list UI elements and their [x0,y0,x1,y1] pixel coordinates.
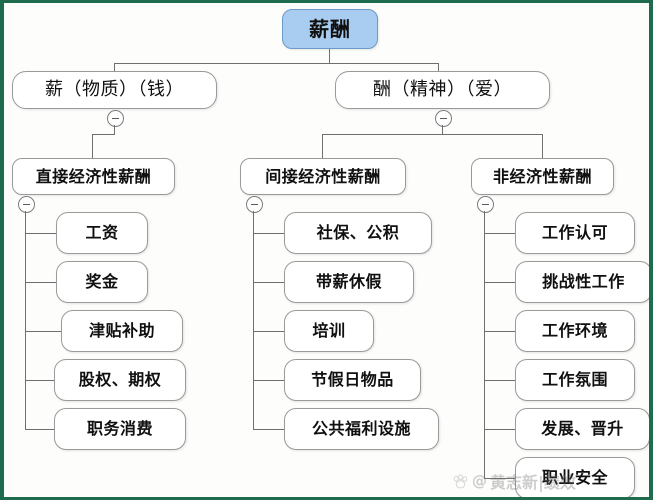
connector-right-bus [322,134,543,135]
toggle-indirect-economic[interactable] [246,196,263,213]
connector-right-drop-indirect [322,134,323,158]
leaf-work-atmosphere[interactable]: 工作氛围 [515,359,635,401]
toggle-spirit-love[interactable] [435,110,452,127]
leaf-challenging-work[interactable]: 挑战性工作 [515,261,649,303]
leaf-job-security[interactable]: 职业安全 [515,457,635,497]
connector-direct-rung [25,233,57,234]
connector-indirect-rung [253,331,285,332]
connector-noneconomic-rung [484,429,516,430]
connector-indirect-rung [253,233,285,234]
diagram-sheet: 薪酬 薪（物质）（钱） 酬（精神）（爱） 直接经济性薪酬 间接经济性薪酬 非经济… [4,3,649,497]
node-indirect-economic[interactable]: 间接经济性薪酬 [240,158,406,195]
connector-noneconomic-rung [484,478,516,479]
toggle-material-money[interactable] [107,110,124,127]
node-spirit-love[interactable]: 酬（精神）（爱） [335,71,550,109]
leaf-bonus[interactable]: 奖金 [56,261,148,303]
connector-indirect-rung [253,380,285,381]
connector-root-bus [114,63,438,64]
connector-right-drop-noneconomic [542,134,543,158]
leaf-public-welfare-facilities[interactable]: 公共福利设施 [284,408,439,450]
connector-direct-rung [25,429,55,430]
leaf-allowance-subsidy[interactable]: 津贴补助 [61,310,183,352]
node-material-money[interactable]: 薪（物质）（钱） [12,71,217,109]
connector-indirect-rung [253,282,285,283]
connector-noneconomic-rung [484,380,516,381]
connector-indirect-rung [253,429,285,430]
minus-icon [112,118,119,119]
leaf-equity-options[interactable]: 股权、期权 [54,359,186,401]
connector-direct-spine [25,211,26,429]
paw-logo-icon [453,473,468,488]
minus-icon [482,204,489,205]
leaf-holiday-goods[interactable]: 节假日物品 [284,359,421,401]
connector-left-drop [92,134,93,158]
connector-noneconomic-spine [484,211,485,478]
connector-noneconomic-rung [484,331,516,332]
connector-left-bus [92,134,115,135]
connector-right-stem [442,125,443,134]
connector-indirect-spine [253,211,254,429]
leaf-paid-leave[interactable]: 带薪休假 [284,261,414,303]
leaf-work-recognition[interactable]: 工作认可 [515,212,635,254]
connector-left-stem [114,125,115,134]
connector-direct-rung [25,331,62,332]
connector-noneconomic-rung [484,233,516,234]
minus-icon [440,118,447,119]
leaf-salary[interactable]: 工资 [56,212,148,254]
leaf-work-environment[interactable]: 工作环境 [515,310,635,352]
minus-icon [23,204,30,205]
toggle-non-economic[interactable] [477,196,494,213]
node-direct-economic[interactable]: 直接经济性薪酬 [12,158,175,195]
node-root-compensation[interactable]: 薪酬 [282,9,378,49]
connector-direct-rung [25,380,55,381]
connector-root-to-right [438,63,439,75]
minus-icon [251,204,258,205]
leaf-duty-expense[interactable]: 职务消费 [54,408,186,450]
node-non-economic[interactable]: 非经济性薪酬 [471,158,614,195]
connector-root-stem [329,49,330,63]
connector-root-to-left [114,63,115,75]
connector-noneconomic-rung [484,282,516,283]
leaf-social-insurance-fund[interactable]: 社保、公积 [284,212,432,254]
connector-direct-rung [25,282,57,283]
leaf-development-promotion[interactable]: 发展、晋升 [515,408,649,450]
leaf-training[interactable]: 培训 [284,310,374,352]
toggle-direct-economic[interactable] [18,196,35,213]
